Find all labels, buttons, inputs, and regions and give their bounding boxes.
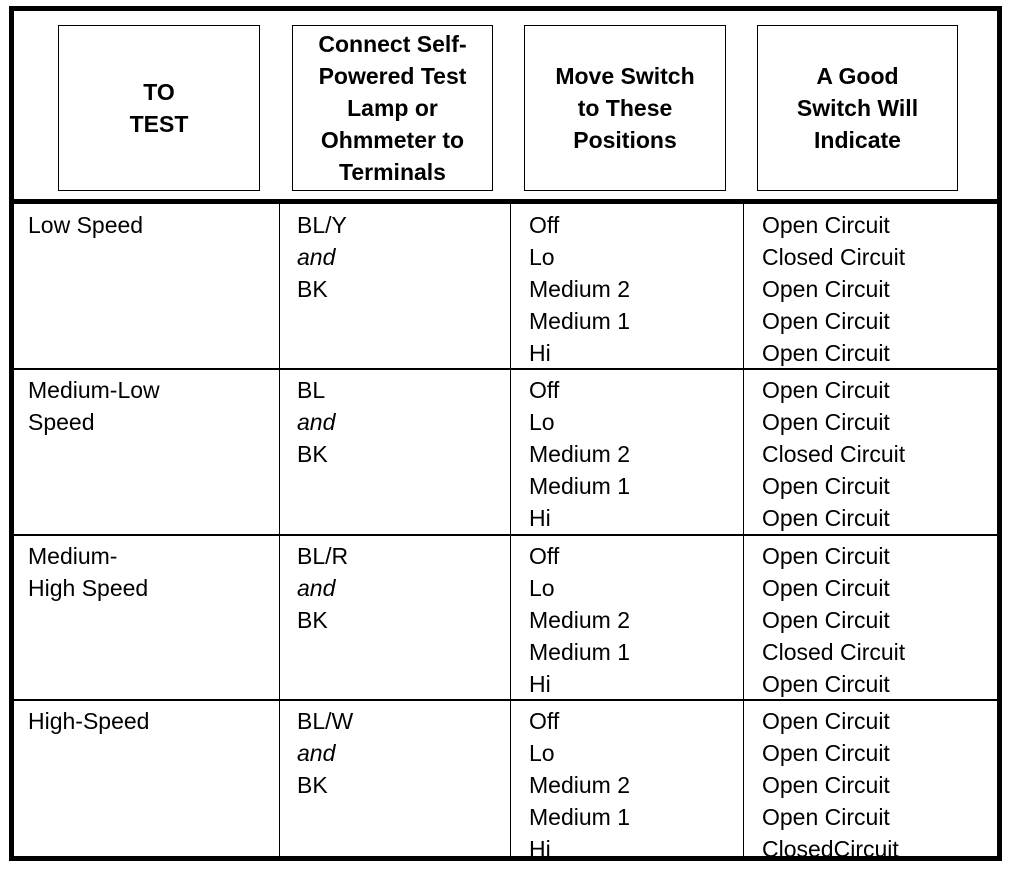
header-to-test-label: TO TEST [129, 79, 189, 137]
row-positions-line: Medium 2 [529, 607, 630, 633]
row-indications-line: Open Circuit [762, 212, 890, 238]
row-positions-line: Medium 1 [529, 804, 630, 830]
row-separator [14, 699, 997, 701]
row-test-line: Medium- [28, 543, 118, 569]
column-divider [743, 204, 744, 861]
row-positions-line: Medium 1 [529, 473, 630, 499]
row-positions-line: Hi [529, 671, 551, 697]
row-positions-line: Hi [529, 836, 551, 862]
row-test-cell: Medium- High Speed [28, 540, 148, 604]
row-indications-line: Closed Circuit [762, 244, 906, 270]
row-terminals-line: BL [297, 377, 326, 403]
row-positions-line: Medium 1 [529, 308, 630, 334]
row-separator [14, 534, 997, 536]
row-indications-line: Open Circuit [762, 740, 890, 766]
column-divider [510, 204, 511, 861]
header-good-switch: A Good Switch Will Indicate [757, 25, 958, 191]
row-indications-line: Open Circuit [762, 575, 890, 601]
row-terminals-line: BK [297, 441, 328, 467]
row-indications-line: Open Circuit [762, 607, 890, 633]
row-indications-line: Open Circuit [762, 276, 890, 302]
row-indications-line: Open Circuit [762, 804, 890, 830]
row-indications-line: Open Circuit [762, 505, 890, 531]
row-indications-line: Open Circuit [762, 377, 890, 403]
row-indications-line: Open Circuit [762, 340, 890, 366]
row-positions-line: Lo [529, 575, 555, 601]
row-positions-line: Off [529, 377, 560, 403]
switch-test-table: TO TEST Connect Self- Powered Test Lamp … [9, 6, 1002, 862]
row-terminals-line: BK [297, 607, 328, 633]
row-terminals-line: BL/W [297, 708, 354, 734]
row-terminals-line: BK [297, 276, 328, 302]
row-indications-line: Open Circuit [762, 772, 890, 798]
row-test-cell: Low Speed [28, 209, 143, 241]
row-test-cell: Medium-Low Speed [28, 374, 160, 438]
row-indications-line: Closed Circuit [762, 639, 906, 665]
row-terminals-line: and [297, 409, 336, 435]
header-switch-positions-label: Move Switch to These Positions [555, 63, 695, 153]
row-positions-line: Off [529, 708, 560, 734]
header-to-test: TO TEST [58, 25, 260, 191]
row-test-line: Speed [28, 409, 95, 435]
row-indications-line: Open Circuit [762, 308, 890, 334]
row-positions-line: Medium 2 [529, 276, 630, 302]
header-connect-terminals-label: Connect Self- Powered Test Lamp or Ohmme… [318, 31, 467, 185]
row-separator [14, 368, 997, 370]
row-positions-line: Medium 2 [529, 441, 630, 467]
row-terminals-line: BL/Y [297, 212, 347, 238]
column-divider [279, 204, 280, 861]
row-terminals-line: and [297, 244, 336, 270]
header-switch-positions: Move Switch to These Positions [524, 25, 726, 191]
row-indications-line: Open Circuit [762, 473, 890, 499]
row-positions-line: Off [529, 212, 560, 238]
row-positions-line: Medium 2 [529, 772, 630, 798]
row-test-line: High Speed [28, 575, 149, 601]
row-positions-line: Hi [529, 340, 551, 366]
row-indications-line: ClosedCircuit [762, 836, 899, 862]
row-indications-line: Closed Circuit [762, 441, 906, 467]
header-connect-terminals: Connect Self- Powered Test Lamp or Ohmme… [292, 25, 493, 191]
row-positions-line: Medium 1 [529, 639, 630, 665]
row-test-line: High-Speed [28, 708, 150, 734]
row-positions-line: Lo [529, 244, 555, 270]
row-terminals-line: and [297, 740, 336, 766]
header-good-switch-label: A Good Switch Will Indicate [796, 63, 919, 153]
row-positions-line: Lo [529, 409, 555, 435]
row-terminals-line: BL/R [297, 543, 349, 569]
row-positions-line: Off [529, 543, 560, 569]
row-test-line: Low Speed [28, 212, 144, 238]
row-terminals-line: and [297, 575, 336, 601]
row-terminals-line: BK [297, 772, 328, 798]
row-indications-line: Open Circuit [762, 708, 890, 734]
row-positions-line: Hi [529, 505, 551, 531]
row-positions-line: Lo [529, 740, 555, 766]
row-indications-line: Open Circuit [762, 543, 890, 569]
row-indications-line: Open Circuit [762, 671, 890, 697]
table-header: TO TEST Connect Self- Powered Test Lamp … [14, 11, 997, 204]
row-indications-line: Open Circuit [762, 409, 890, 435]
row-test-cell: High-Speed [28, 705, 149, 737]
row-test-line: Medium-Low [28, 377, 160, 403]
